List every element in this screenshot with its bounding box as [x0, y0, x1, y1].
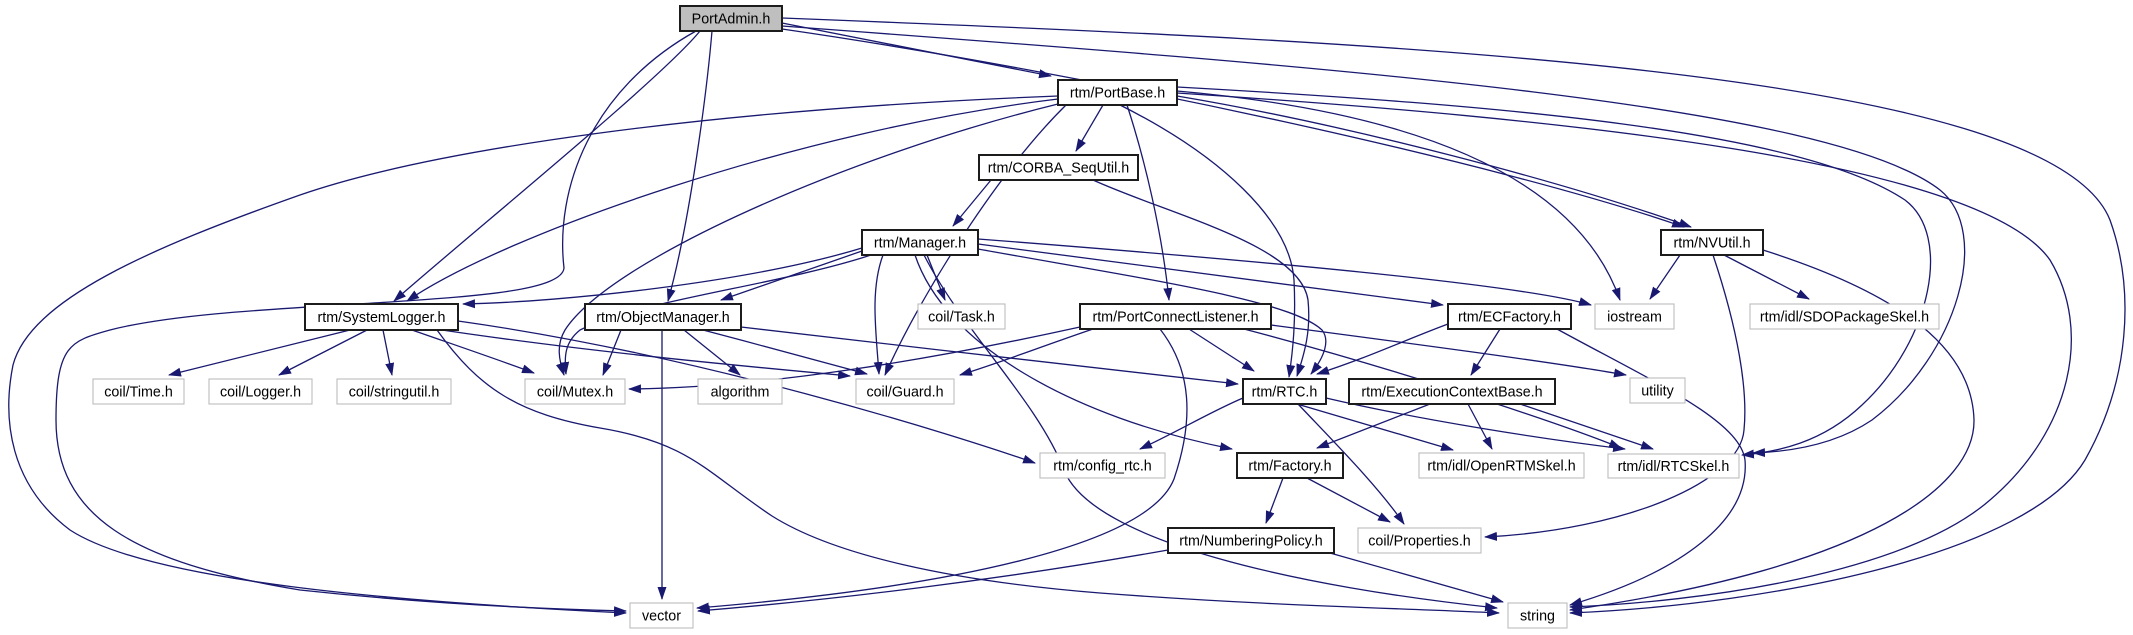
svg-text:rtm/Manager.h: rtm/Manager.h: [874, 236, 966, 252]
svg-text:rtm/PortConnectListener.h: rtm/PortConnectListener.h: [1092, 310, 1258, 326]
svg-text:rtm/RTC.h: rtm/RTC.h: [1252, 385, 1318, 401]
svg-text:rtm/NumberingPolicy.h: rtm/NumberingPolicy.h: [1179, 534, 1323, 550]
svg-text:rtm/NVUtil.h: rtm/NVUtil.h: [1673, 236, 1750, 252]
svg-text:coil/Guard.h: coil/Guard.h: [866, 385, 943, 401]
svg-text:coil/Logger.h: coil/Logger.h: [220, 385, 301, 401]
svg-text:coil/Time.h: coil/Time.h: [104, 385, 173, 401]
svg-text:coil/Task.h: coil/Task.h: [928, 310, 995, 326]
svg-text:rtm/Factory.h: rtm/Factory.h: [1248, 459, 1331, 475]
svg-text:algorithm: algorithm: [711, 385, 770, 401]
svg-text:rtm/ExecutionContextBase.h: rtm/ExecutionContextBase.h: [1361, 385, 1542, 401]
svg-text:rtm/idl/RTCSkel.h: rtm/idl/RTCSkel.h: [1618, 459, 1730, 475]
svg-text:rtm/ECFactory.h: rtm/ECFactory.h: [1458, 310, 1561, 326]
svg-text:rtm/ObjectManager.h: rtm/ObjectManager.h: [596, 310, 730, 326]
svg-text:rtm/PortBase.h: rtm/PortBase.h: [1070, 86, 1165, 102]
svg-text:coil/Properties.h: coil/Properties.h: [1368, 534, 1471, 550]
svg-text:utility: utility: [1641, 384, 1674, 400]
svg-text:rtm/CORBA_SeqUtil.h: rtm/CORBA_SeqUtil.h: [988, 161, 1129, 177]
svg-text:iostream: iostream: [1607, 310, 1662, 326]
svg-text:rtm/idl/OpenRTMSkel.h: rtm/idl/OpenRTMSkel.h: [1427, 459, 1575, 475]
svg-text:vector: vector: [642, 609, 681, 625]
svg-text:coil/stringutil.h: coil/stringutil.h: [349, 385, 440, 401]
svg-text:coil/Mutex.h: coil/Mutex.h: [537, 385, 613, 401]
svg-text:rtm/SystemLogger.h: rtm/SystemLogger.h: [318, 310, 446, 326]
svg-text:string: string: [1520, 609, 1555, 625]
svg-text:rtm/config_rtc.h: rtm/config_rtc.h: [1053, 459, 1152, 475]
svg-text:rtm/idl/SDOPackageSkel.h: rtm/idl/SDOPackageSkel.h: [1760, 310, 1929, 326]
svg-text:PortAdmin.h: PortAdmin.h: [692, 12, 771, 28]
